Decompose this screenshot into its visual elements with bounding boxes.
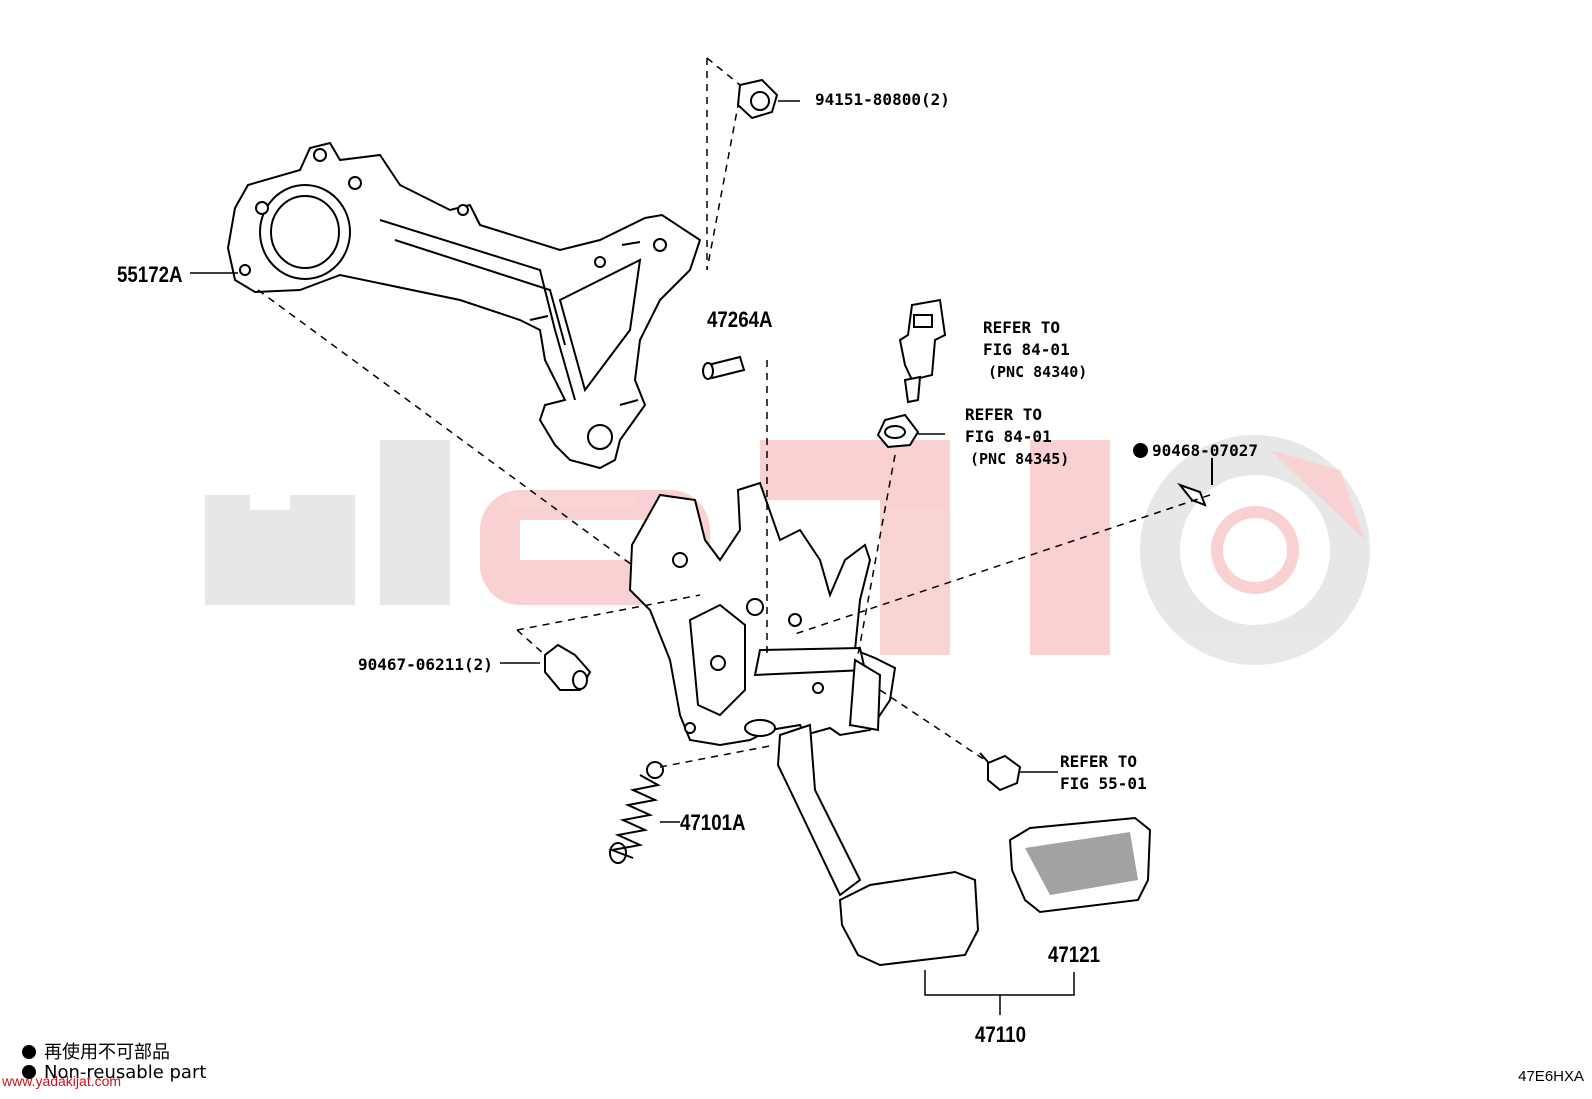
clip-icon [544, 643, 592, 691]
bolt-icon [979, 752, 1022, 792]
label-ref-cushion-2: FIG 84-01 [965, 427, 1052, 446]
label-ref-switch-1: REFER TO [983, 318, 1061, 337]
bullet-icon [22, 1045, 36, 1059]
label-90468: 90468-07027 [1133, 441, 1258, 460]
figure-code: 47E6HXA [1518, 1068, 1584, 1085]
label-ref-cushion-3: (PNC 84345) [970, 450, 1070, 468]
legend-jp-text: 再使用不可部品 [44, 1042, 170, 1063]
label-ref-cushion-1: REFER TO [965, 405, 1043, 424]
label-55172A: 55172A [117, 262, 183, 287]
label-94151: 94151-80800(2) [815, 90, 950, 109]
label-47264A: 47264A [707, 307, 773, 332]
dashed-guides [257, 57, 1211, 768]
bracket-icon [226, 141, 702, 470]
label-90468-text: 90468-07027 [1152, 441, 1258, 460]
stop-lamp-switch-icon [898, 298, 947, 404]
pin-icon [702, 355, 746, 380]
non-reusable-mark [1133, 443, 1148, 458]
legend-en-text: Non-reusable part [44, 1062, 207, 1083]
label-ref-switch-2: FIG 84-01 [983, 340, 1070, 359]
pedal-assembly-icon [628, 481, 980, 967]
watermark-url: www.yadakijat.com [2, 1073, 122, 1089]
assembly-bracket [924, 970, 1075, 1015]
label-ref-bolt-1: REFER TO [1060, 752, 1138, 771]
legend-jp: 再使用不可部品 [22, 1038, 170, 1064]
bullet-icon [22, 1065, 36, 1079]
legend-en: Non-reusable part [22, 1062, 206, 1083]
label-47101A: 47101A [680, 810, 746, 835]
label-90467: 90467-06211(2) [358, 655, 493, 674]
label-47110: 47110 [975, 1022, 1026, 1047]
label-47121: 47121 [1048, 942, 1101, 967]
label-ref-bolt-2: FIG 55-01 [1060, 774, 1147, 793]
label-ref-switch-3: (PNC 84340) [988, 363, 1088, 381]
cushion-icon [876, 413, 920, 449]
nut-icon [736, 78, 779, 120]
clip-icon [1177, 458, 1213, 507]
spring-icon [608, 761, 664, 864]
pedal-pad-icon [1008, 816, 1152, 914]
